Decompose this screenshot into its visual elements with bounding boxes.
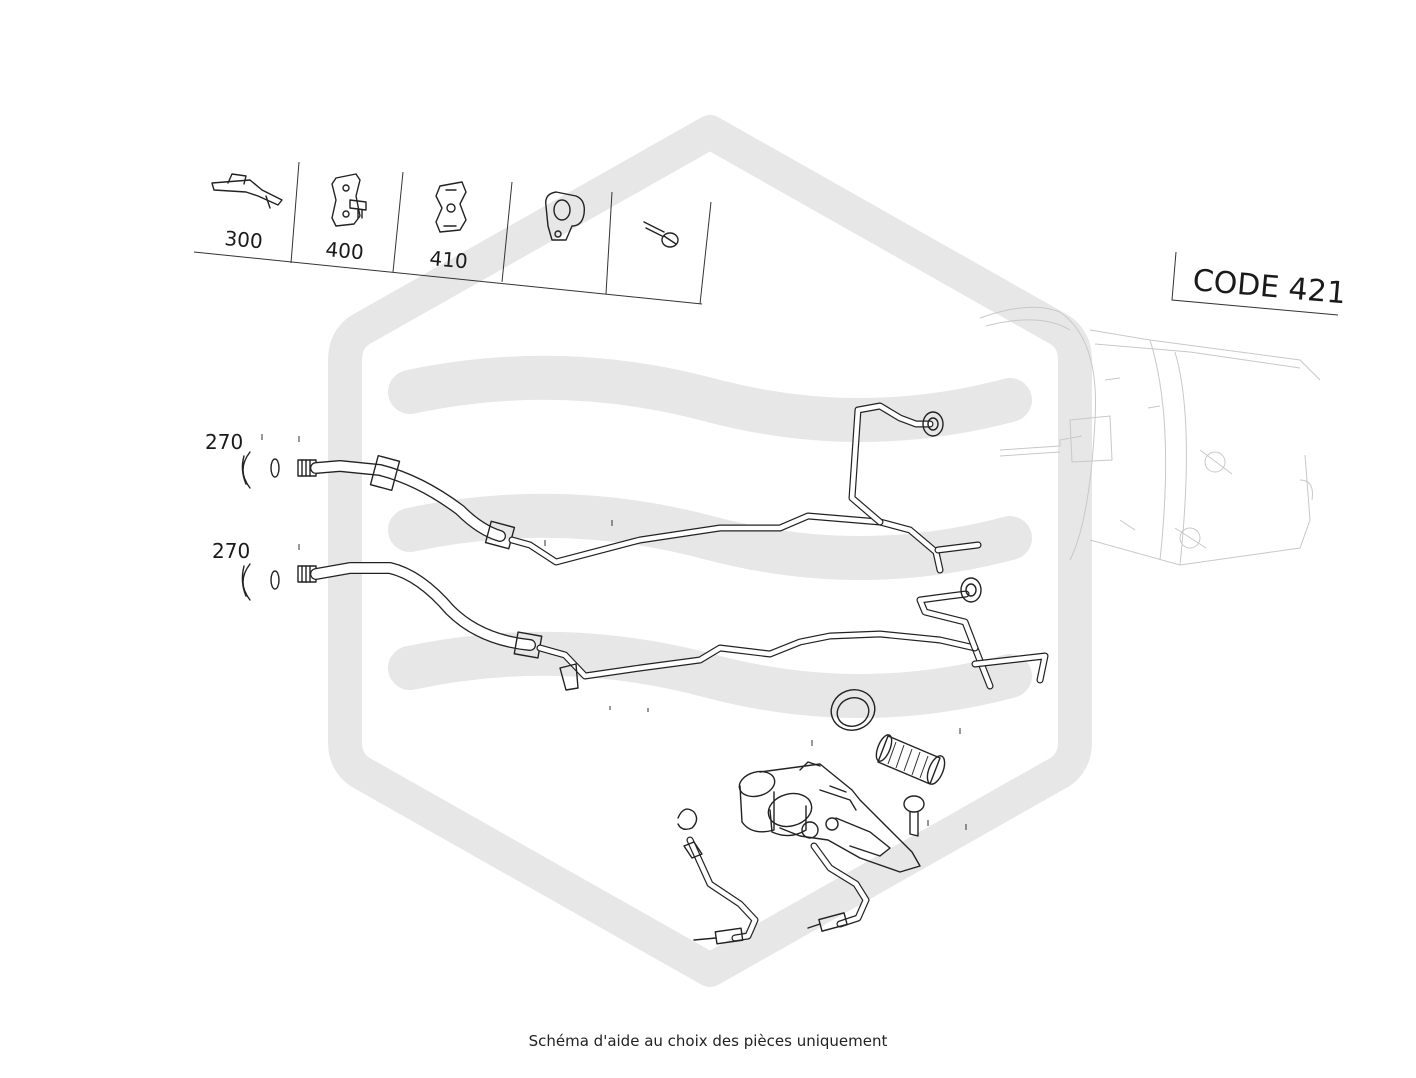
disclaimer-caption: Schéma d'aide au choix des pièces unique… — [528, 1032, 888, 1050]
bolt-icon — [643, 221, 679, 248]
legend-baseline — [193, 251, 703, 305]
legend-divider — [699, 201, 712, 305]
legend-divider — [605, 191, 613, 295]
code-box: CODE 421 — [1171, 251, 1347, 316]
legend-divider — [501, 181, 513, 283]
pipe-end-upper — [922, 411, 944, 437]
snap-ring — [677, 808, 698, 831]
lower-pipe-line — [241, 562, 1049, 712]
label-270-upper: 270 — [205, 430, 243, 454]
clip-icon — [211, 173, 283, 209]
filter-cartridge — [875, 734, 946, 785]
bracket-plate-icon — [435, 181, 467, 233]
o-ring-lower — [270, 570, 280, 590]
watermark-logo — [328, 115, 1092, 987]
p-clamp-icon — [545, 191, 586, 241]
o-ring-upper — [270, 458, 280, 478]
filter-housing — [738, 761, 921, 873]
legend-divider — [392, 171, 404, 273]
circlip-lower — [241, 563, 251, 601]
legend-label-400: 400 — [325, 237, 365, 264]
pipe-bracket — [559, 663, 579, 691]
bracket-stud-icon — [331, 173, 367, 227]
hose-sleeve — [369, 454, 401, 492]
housing-bolt — [903, 795, 925, 837]
legend-divider — [290, 161, 300, 264]
pipe-end-lower — [960, 577, 982, 603]
upper-pipe-line — [241, 402, 982, 574]
label-270-lower: 270 — [212, 539, 250, 563]
circlip-upper — [241, 451, 251, 489]
legend-table: 300 400 410 — [193, 161, 712, 305]
pipe-fitting — [818, 912, 848, 932]
legend-label-300: 300 — [224, 226, 264, 253]
filter-assembly — [677, 689, 967, 945]
legend-label-410: 410 — [429, 246, 469, 273]
transmission-outline — [979, 306, 1321, 566]
seal-ring — [830, 689, 876, 731]
